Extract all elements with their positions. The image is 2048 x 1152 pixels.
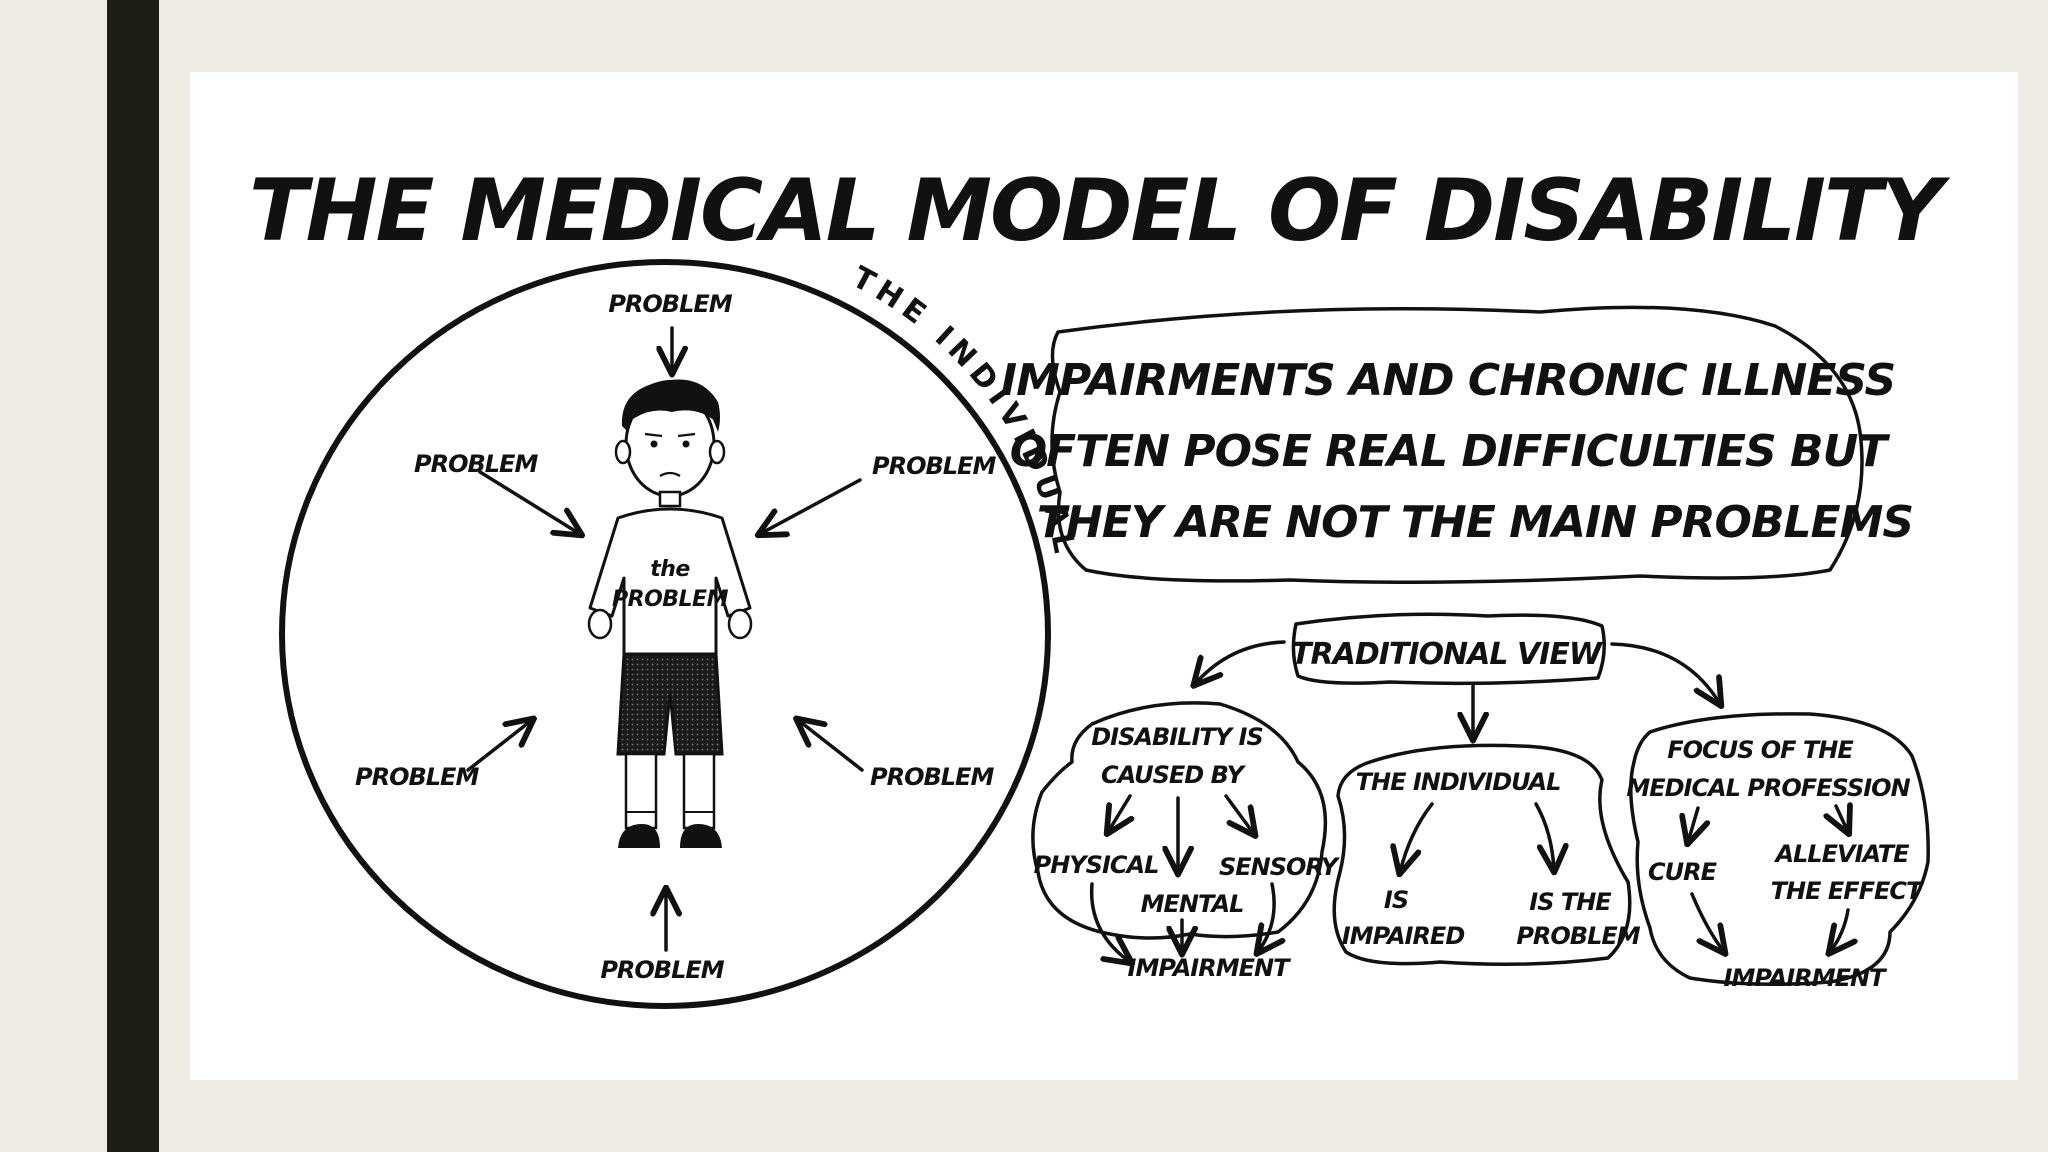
individual-left-2: IMPAIRED — [1342, 922, 1465, 950]
diagram-panel: THE MEDICAL MODEL OF DISABILITY THE INDI… — [190, 72, 2018, 1080]
focus-box — [1629, 712, 1930, 986]
statement-line-2: OFTEN POSE REAL DIFFICULTIES BUT — [1010, 426, 1891, 477]
traditional-view-label: TRADITIONAL VIEW — [1291, 637, 1604, 672]
statement-line-3: THEY ARE NOT THE MAIN PROBLEMS — [1037, 497, 1913, 548]
statement-cloud — [1050, 305, 1864, 584]
cause-mental: MENTAL — [1141, 890, 1244, 918]
problem-lower-right: PROBLEM — [798, 720, 995, 791]
statement-line-1: IMPAIRMENTS AND CHRONIC ILLNESS — [1001, 355, 1895, 406]
boy-figure: the PROBLEM — [587, 379, 753, 848]
problem-lower-left: PROBLEM — [355, 720, 532, 791]
problem-upper-left: PROBLEM — [414, 450, 580, 534]
individual-right-1: IS THE — [1529, 888, 1612, 916]
focus-line-2: MEDICAL PROFESSION — [1626, 774, 1910, 802]
shirt-text-bottom: PROBLEM — [612, 587, 729, 612]
focus-alleviate-2: THE EFFECT — [1771, 877, 1924, 905]
cause-sensory: SENSORY — [1219, 853, 1341, 881]
individual-left-1: IS — [1384, 886, 1408, 914]
traditional-view-box — [1291, 612, 1606, 686]
diagram-canvas: THE MEDICAL MODEL OF DISABILITY THE INDI… — [249, 161, 1953, 1009]
focus-alleviate-1: ALLEVIATE — [1773, 840, 1910, 868]
shirt-text-top: the — [650, 557, 690, 582]
focus-impairment: IMPAIRMENT — [1724, 964, 1888, 992]
problem-label: PROBLEM — [414, 450, 538, 478]
problem-label: PROBLEM — [355, 763, 479, 791]
problem-label: PROBLEM — [872, 452, 996, 480]
cause-impairment: IMPAIRMENT — [1128, 954, 1292, 982]
focus-line-1: FOCUS OF THE — [1667, 736, 1854, 764]
cause-line-1: DISABILITY IS — [1091, 723, 1262, 751]
problem-label: PROBLEM — [608, 290, 732, 318]
sidebar-accent-bar — [107, 0, 159, 1152]
individual-circle — [279, 259, 1051, 1009]
problem-upper-right: PROBLEM — [760, 452, 997, 534]
individual-box — [1332, 743, 1632, 966]
arrow-to-cause — [1195, 640, 1286, 684]
cause-line-2: CAUSED BY — [1101, 761, 1247, 789]
problem-label: PROBLEM — [600, 956, 724, 984]
arrow-to-focus — [1610, 642, 1720, 704]
diagram-title: THE MEDICAL MODEL OF DISABILITY — [249, 161, 1951, 261]
focus-cure: CURE — [1648, 858, 1718, 886]
problem-top: PROBLEM — [608, 290, 734, 372]
cause-physical: PHYSICAL — [1034, 851, 1159, 879]
problem-bottom: PROBLEM — [600, 890, 726, 984]
individual-title: THE INDIVIDUAL — [1356, 768, 1561, 796]
individual-right-2: PROBLEM — [1516, 922, 1640, 950]
problem-label: PROBLEM — [870, 763, 994, 791]
cause-box — [1031, 701, 1328, 940]
